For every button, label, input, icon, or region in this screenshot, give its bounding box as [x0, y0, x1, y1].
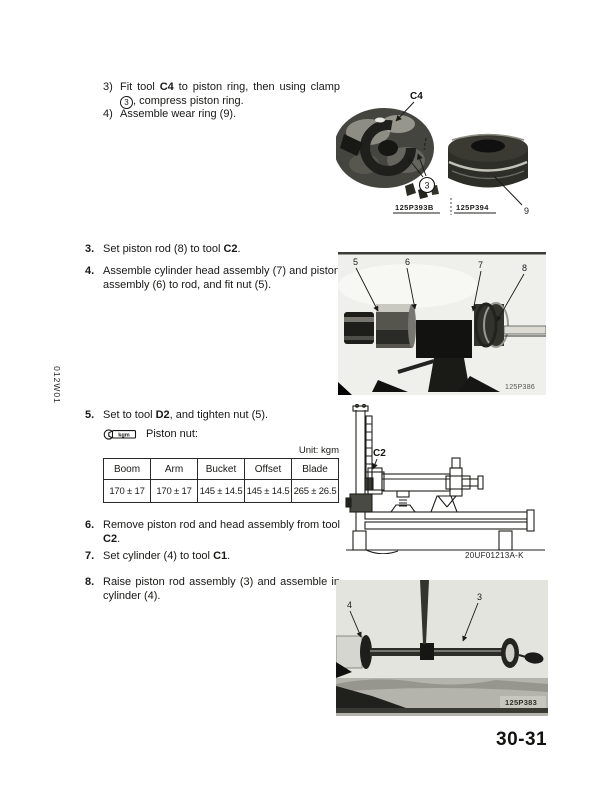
margin-film-code: 012W01 [52, 366, 62, 404]
torque-unit-label: Unit: kgm [298, 445, 339, 456]
substep-3-number: 3) [103, 81, 113, 93]
piston-nut-torque-table: Boom Arm Bucket Offset Blade 170 ± 17 17… [103, 458, 339, 503]
step-8-text: Raise piston rod assembly (3) and assemb… [103, 576, 340, 602]
clamp-callout-circle: 3 [418, 176, 436, 194]
tool-c4-label: C4 [410, 91, 423, 102]
torque-table-value-row: 170 ± 17 170 ± 17 145 ± 14.5 145 ± 14.5 … [103, 479, 339, 503]
figure-raise-rod-photo: 4 3 125P383 [336, 580, 548, 716]
step-4-number: 4. [85, 265, 95, 277]
tool-c2-label: C2 [373, 448, 386, 459]
substep-3: 3) Fit tool C4 to piston ring, then usin… [103, 81, 340, 109]
figure-4-callouts: 4 3 [347, 592, 482, 610]
step-7-number: 7. [85, 550, 95, 562]
page-number: 30-31 [496, 729, 548, 750]
value-boom: 170 ± 17 [103, 479, 151, 503]
torque-wrench-icon: kgm [103, 429, 137, 440]
wear-ring-photo [448, 133, 528, 188]
part-9-leader-line [493, 175, 523, 206]
photo-code-125P386: 125P386 [505, 384, 535, 391]
figure-4-callout-lines [349, 602, 479, 642]
svg-text:kgm: kgm [118, 432, 130, 438]
column-arm: Arm [150, 458, 198, 480]
column-offset: Offset [244, 458, 292, 480]
cylinder-assembly-photo [338, 302, 546, 395]
step-7: 7. Set cylinder (4) to tool C1. [85, 550, 340, 564]
ring-compressor-photo [336, 108, 434, 188]
step-4-text: Assemble cylinder head assembly (7) and … [103, 265, 340, 291]
callout-3: 3 [477, 592, 482, 602]
tool-c2-leader-line [372, 458, 378, 470]
tool-c4-leader-line [395, 101, 415, 122]
step-5-number: 5. [85, 409, 95, 421]
step-6: 6. Remove piston rod and head assembly f… [85, 519, 340, 546]
value-offset: 145 ± 14.5 [244, 479, 292, 503]
figure-tool-c2-drawing: C2 [345, 404, 545, 554]
step-3-number: 3. [85, 243, 95, 255]
figure-2-callout-lines [355, 267, 525, 322]
step-6-number: 6. [85, 519, 95, 531]
figure-2-callouts: 5 6 7 8 [353, 257, 527, 273]
callout-5: 5 [353, 257, 358, 267]
substep-4-number: 4) [103, 108, 113, 120]
column-blade: Blade [291, 458, 339, 480]
callout-4: 4 [347, 600, 352, 610]
value-bucket: 145 ± 14.5 [197, 479, 245, 503]
substep-4: 4) Assemble wear ring (9). [103, 108, 340, 122]
piston-rod-photo [336, 580, 544, 678]
value-blade: 265 ± 26.5 [291, 479, 339, 503]
substep-4-text: Assemble wear ring (9). [120, 108, 237, 120]
photo-code-labels: 125P393B 125P394 [393, 198, 496, 215]
part-9-callout: 9 [524, 206, 529, 216]
figure-piston-ring-clamp-photo: 3 C4 9 125P393B 125P394 [336, 91, 529, 216]
figure-code-20UF01213A-K: 20UF01213A-K [465, 551, 524, 560]
torque-table-header-row: Boom Arm Bucket Offset Blade [103, 458, 339, 480]
step-7-text: Set cylinder (4) to tool C1. [103, 550, 231, 562]
step-3-text: Set piston rod (8) to tool C2. [103, 243, 241, 255]
clamp-callout-lines [407, 137, 427, 178]
step-8-number: 8. [85, 576, 95, 588]
step-6-text: Remove piston rod and head assembly from… [103, 519, 340, 545]
photo-code-125P394: 125P394 [456, 203, 489, 212]
step-5-text: Set to tool D2, and tighten nut (5). [103, 409, 269, 421]
photo-code-125P383: 125P383 [505, 698, 537, 707]
column-boom: Boom [103, 458, 151, 480]
column-bucket: Bucket [197, 458, 245, 480]
callout-7: 7 [478, 260, 483, 270]
step-5: 5. Set to tool D2, and tighten nut (5). [85, 409, 340, 423]
figure-rod-assembly-photo: 5 6 7 8 125P386 [338, 252, 546, 395]
callout-6: 6 [405, 257, 410, 267]
substep-3-text: Fit tool C4 to piston ring, then using c… [120, 81, 340, 109]
torque-spec-label: Piston nut: [146, 428, 198, 440]
clamp-callout-number: 3 [424, 181, 429, 191]
torque-spec-row: kgm Piston nut: [103, 427, 198, 441]
step-3: 3. Set piston rod (8) to tool C2. [85, 243, 340, 257]
tool-c2-bench-drawing [345, 404, 545, 554]
callout-8: 8 [522, 263, 527, 273]
value-arm: 170 ± 17 [150, 479, 198, 503]
photo-code-125P393B: 125P393B [395, 203, 434, 212]
step-8: 8. Raise piston rod assembly (3) and ass… [85, 576, 340, 603]
step-4: 4. Assemble cylinder head assembly (7) a… [85, 265, 340, 292]
